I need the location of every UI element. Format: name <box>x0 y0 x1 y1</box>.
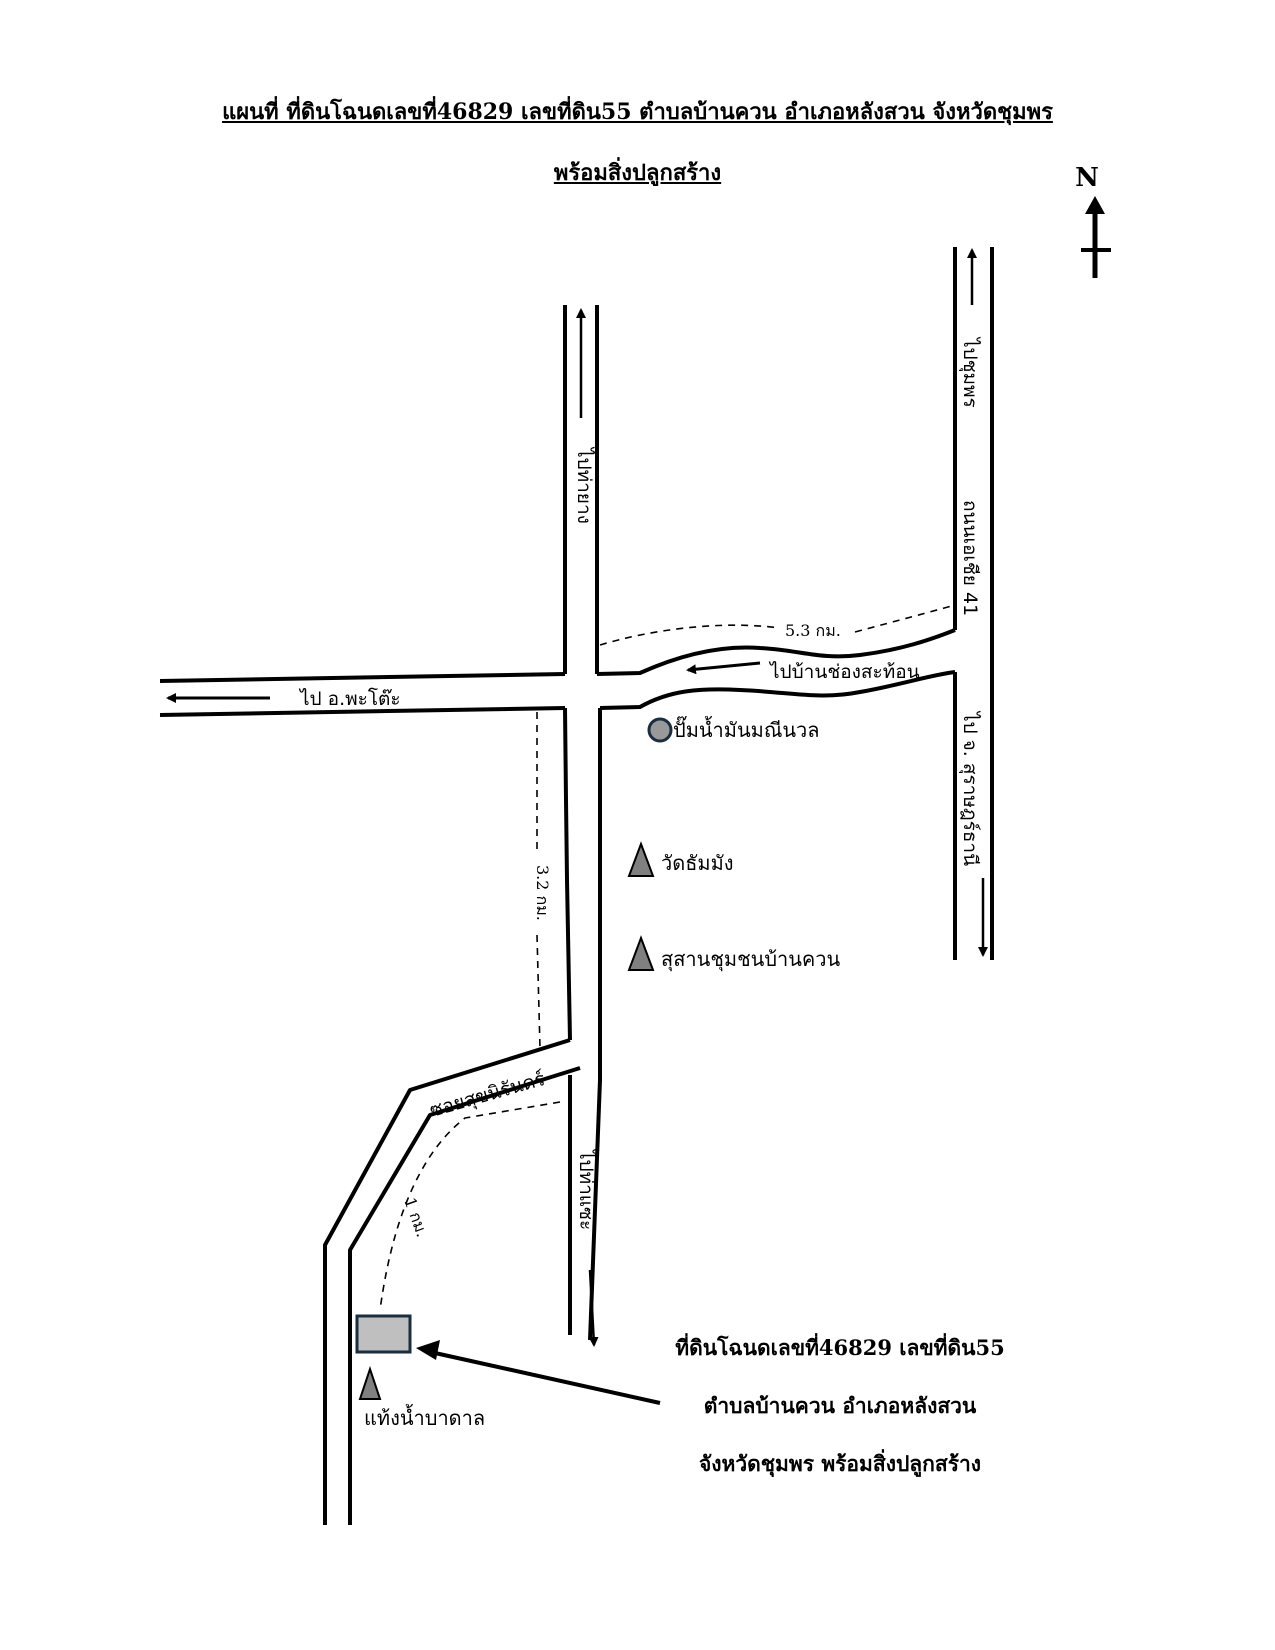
callout-line-1: ที่ดินโฉนดเลขที่46829 เลขที่ดิน55 <box>675 1332 1005 1360</box>
arrow-to-tha-kham-icon <box>588 1269 599 1347</box>
distance-line-1 <box>599 624 781 646</box>
main-ns-road <box>563 305 602 1347</box>
label-water-tank: แท้งน้ำบาดาล <box>364 1404 485 1430</box>
callout-arrowhead-icon <box>416 1340 440 1360</box>
arrow-to-ban-chong-sathon-icon <box>686 661 761 675</box>
land-plot-marker <box>355 1314 412 1354</box>
label-to-ban-chong-sathon: ไปบ้านช่องสะท้อน <box>768 661 920 683</box>
distance-label-3: 1 กม. <box>400 1195 432 1240</box>
label-to-tha-yang: ไปท่ายาง <box>573 446 595 524</box>
label-to-surat: ไป จ. สุราษฎร์ธานี <box>958 710 981 866</box>
label-cemetery: สุสานชุมชนบ้านควน <box>661 947 841 972</box>
soi-suk-nirun-road <box>323 1038 581 1525</box>
distance-line-3 <box>379 1101 561 1311</box>
callout-line-3: จังหวัดชุมพร พร้อมสิ่งปลูกสร้าง <box>699 1448 981 1478</box>
title-line-1: แผนที่ ที่ดินโฉนดเลขที่46829 เลขที่ดิน55… <box>222 99 1053 125</box>
callout-arrow <box>425 1349 661 1405</box>
label-temple: วัดธัมมัง <box>661 851 734 875</box>
temple-icon <box>627 841 655 877</box>
ew-road-pathio <box>159 672 566 717</box>
callout-line-2: ตำบลบ้านควน อำเภอหลังสวน <box>704 1393 977 1418</box>
distance-label-2: 3.2 กม. <box>533 865 552 921</box>
label-to-tha-kham: ไปท่าแซะ <box>575 1148 597 1230</box>
label-highway-41: ถนนเอเชีย 41 <box>959 500 981 616</box>
label-gas-station: ปั๊มน้ำมันมณีนวล <box>673 715 820 742</box>
north-label: N <box>1075 163 1099 193</box>
gas-station-icon <box>647 717 673 743</box>
distance-label-1: 5.3 กม. <box>785 621 841 640</box>
highway-41-road <box>953 247 994 960</box>
label-to-chumphon: ไปชุมพร <box>958 336 981 408</box>
distance-line-1b <box>854 604 956 633</box>
label-soi: ซอยสุขนิรันดร์ <box>427 1068 547 1123</box>
cemetery-icon <box>627 935 655 971</box>
distance-line-2b <box>536 934 541 1049</box>
title-line-2: พร้อมสิ่งปลูกสร้าง <box>553 160 722 186</box>
label-to-pathio: ไป อ.พะโต๊ะ <box>298 687 401 710</box>
water-tank-icon <box>358 1365 382 1400</box>
road-ban-chong-sathon <box>596 628 956 710</box>
north-arrow-icon: N <box>1075 163 1111 278</box>
